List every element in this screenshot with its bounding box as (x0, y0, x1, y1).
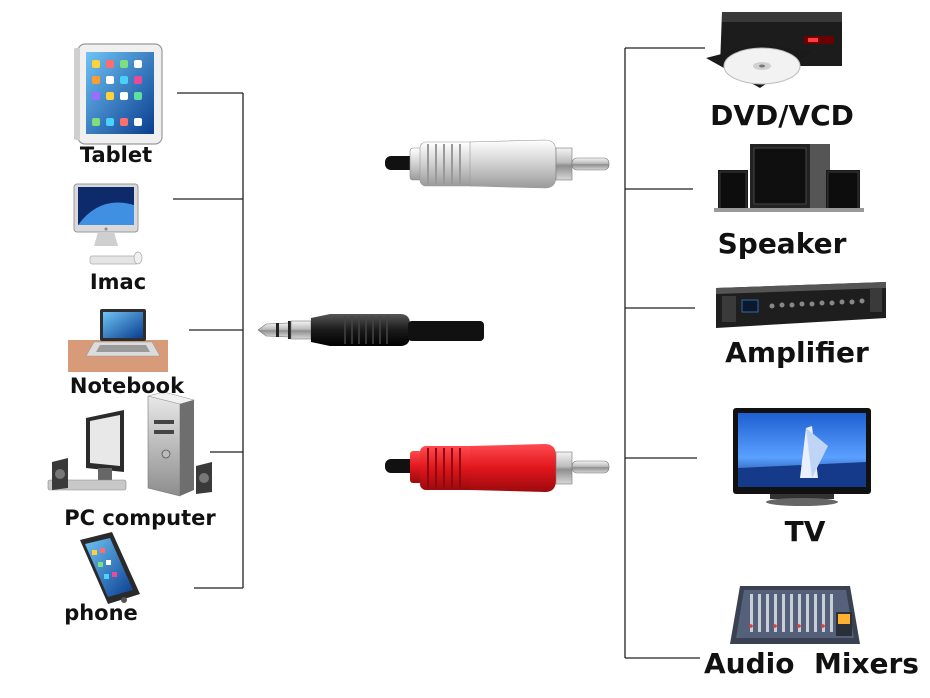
phone-icon (80, 532, 140, 604)
tablet-icon (74, 43, 163, 145)
label-notebook: Notebook (69, 374, 185, 398)
imac-icon (73, 183, 143, 265)
amplifier-icon (716, 282, 886, 328)
label-amplifier: Amplifier (725, 336, 869, 369)
label-phone: phone (64, 601, 138, 625)
notebook-icon (68, 309, 168, 372)
jack-3-5mm-plug (257, 314, 484, 346)
label-pc-computer: PC computer (64, 506, 216, 530)
audio-mixer-icon (730, 586, 860, 644)
dvd-player-icon (706, 12, 842, 88)
label-tv: TV (784, 515, 826, 548)
right-bracket (624, 47, 705, 659)
label-audio-mixers: Audio Mixers (704, 647, 919, 680)
pc-computer-icon (47, 391, 212, 497)
label-imac: Imac (89, 270, 147, 294)
tv-icon (733, 408, 871, 506)
rca-red-plug (385, 444, 610, 492)
label-speaker: Speaker (717, 227, 847, 260)
label-tablet: Tablet (79, 143, 153, 167)
left-bracket (173, 92, 244, 589)
label-dvd-vcd: DVD/VCD (710, 99, 854, 132)
speaker-icon (714, 144, 864, 212)
rca-white-plug (385, 139, 610, 189)
